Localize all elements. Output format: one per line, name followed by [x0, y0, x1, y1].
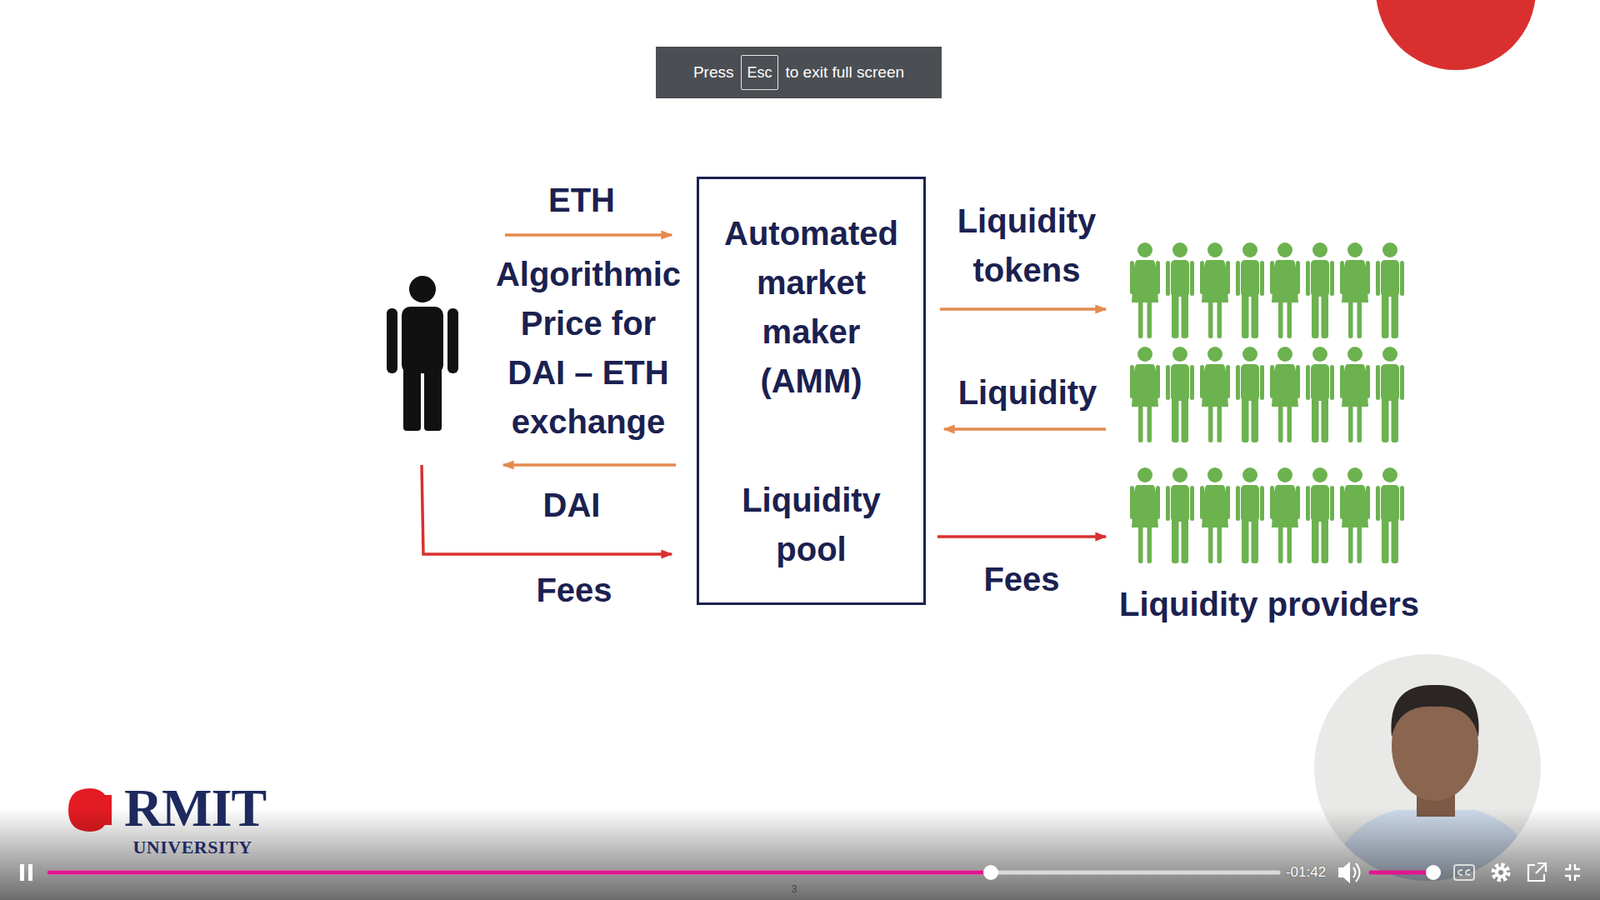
popout-icon: [1528, 863, 1546, 881]
progress-played: [49, 870, 991, 875]
person-icon: [1200, 346, 1230, 443]
settings-teeth: [1493, 865, 1509, 880]
volume-waves: [1353, 863, 1360, 882]
settings-icon: [1495, 866, 1507, 879]
label-holder: Liquidity: [958, 368, 1098, 418]
pricing-note: Algorithmic Price for DAI – ETH exchange: [490, 250, 687, 447]
flow-label: ETH: [548, 175, 615, 225]
progress-track: [49, 870, 1279, 875]
trader-arm: [447, 308, 459, 374]
person-icon: [1270, 346, 1300, 443]
person-icon: [1340, 346, 1370, 443]
label-holder: ETH: [548, 175, 615, 225]
person-icon: [1305, 346, 1335, 443]
toast-text: to exit full screen: [785, 62, 905, 83]
edge-label: Liquidity: [958, 368, 1098, 418]
pause-icon: [28, 864, 33, 881]
page-number: 3: [791, 883, 798, 895]
logo-wordmark: RMIT: [124, 781, 266, 835]
time-remaining: -01:42: [1285, 864, 1326, 881]
person-icon: [1235, 242, 1265, 339]
person-icon: [1130, 346, 1160, 443]
provider-crowd: [1130, 242, 1405, 564]
deco-circle: [1375, 0, 1536, 70]
captions-icon: [1454, 865, 1475, 880]
label-holder: DAI: [543, 480, 601, 530]
progress-knob: [983, 865, 999, 880]
label-holder: -01:42: [1285, 864, 1326, 881]
exit-fullscreen-icon: [1565, 864, 1580, 881]
flow-arrow: [937, 535, 1106, 539]
label-holder: 3: [791, 883, 798, 895]
edge-label: Liquidity tokens: [939, 196, 1115, 295]
person-icon: [1165, 467, 1195, 564]
group-label-box: Liquidity providers: [1108, 237, 1430, 630]
flow-arrow: [944, 427, 1106, 431]
presenter-hair: [1390, 685, 1479, 738]
person-icon: [1305, 242, 1335, 339]
trader-icon: [386, 275, 459, 431]
flow-label: DAI: [543, 480, 601, 530]
volume-track: [1370, 870, 1434, 875]
trader-body: [401, 306, 444, 374]
volume-knob: [1425, 865, 1441, 880]
person-icon: [1270, 467, 1300, 564]
person-icon: [1130, 467, 1160, 564]
person-icon: [1340, 242, 1370, 339]
volume-icon: [1338, 861, 1350, 884]
person-icon: [1305, 467, 1335, 564]
person-icon: [1200, 467, 1230, 564]
group-label: Liquidity providers: [1119, 580, 1420, 630]
label-holder: Algorithmic Price for DAI – ETH exchange: [490, 250, 687, 447]
label-holder: Fees: [983, 555, 1060, 605]
pause-icon: [20, 864, 25, 881]
captions-glyph: [1458, 870, 1470, 875]
label-holder: UNIVERSITY: [132, 837, 252, 858]
box-body: Liquidity pool: [720, 475, 904, 575]
trader-head: [409, 275, 436, 303]
person-icon: [1165, 346, 1195, 443]
person-icon: [1375, 242, 1405, 339]
person-icon: [1130, 242, 1160, 339]
dai-arrow: [503, 463, 676, 467]
flow-label: Fees: [535, 565, 612, 615]
edge-label: Fees: [983, 555, 1060, 605]
person-icon: [1375, 467, 1405, 564]
trader-arm: [386, 308, 398, 374]
fee-arrow: [421, 465, 672, 555]
label-holder: RMIT: [124, 781, 266, 835]
settings-hole: [1498, 870, 1504, 875]
trader-leg: [403, 366, 421, 431]
eth-arrow: [505, 233, 672, 237]
key-label: Esc: [746, 62, 772, 83]
label-holder: Liquidity tokens: [939, 196, 1115, 295]
person-icon: [1235, 346, 1265, 443]
fullscreen-toast: Press to exit full screen Esc: [655, 46, 942, 99]
flow-arrow: [940, 307, 1106, 311]
key-cap: Esc: [740, 55, 778, 90]
trader-leg: [424, 366, 442, 431]
person-icon: [1235, 467, 1265, 564]
person-icon: [1270, 242, 1300, 339]
person-icon: [1200, 242, 1230, 339]
label-holder: Fees: [535, 565, 612, 615]
box-heading: Automated market maker (AMM): [720, 209, 904, 406]
toast-text: Press: [693, 62, 735, 83]
person-icon: [1165, 242, 1195, 339]
person-icon: [1375, 346, 1405, 443]
person-icon: [1340, 467, 1370, 564]
logo-subtitle: UNIVERSITY: [132, 837, 252, 858]
process-box: Automated market maker (AMM) Liquidity po…: [696, 176, 926, 605]
